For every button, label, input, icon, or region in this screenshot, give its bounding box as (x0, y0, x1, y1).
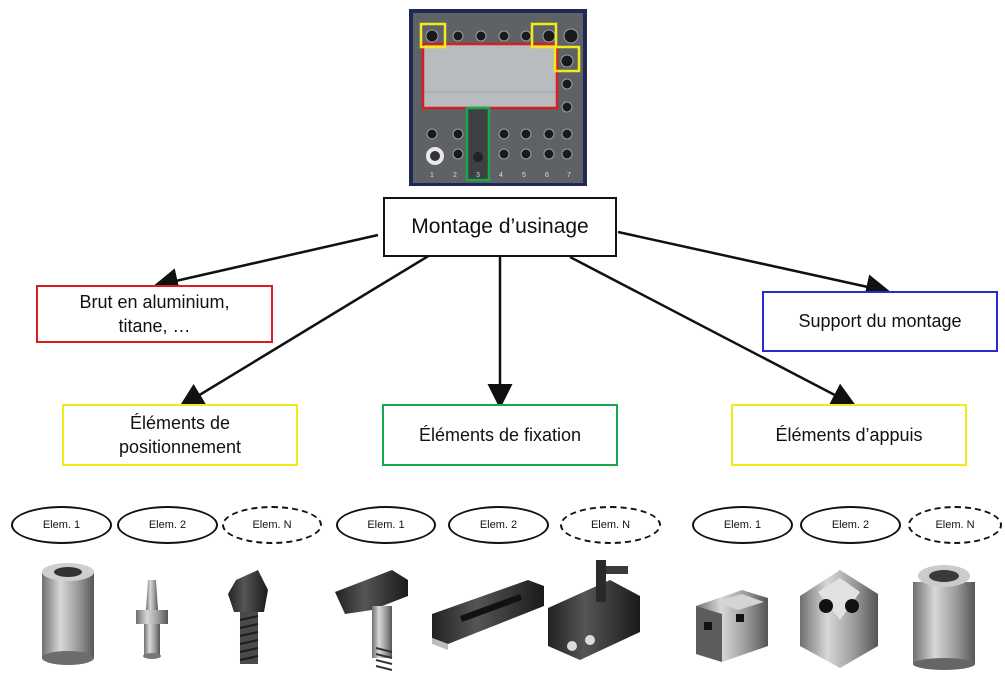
hole-number: 7 (567, 172, 571, 179)
hole-number: 2 (453, 172, 457, 179)
hole-number: 5 (522, 172, 526, 179)
locating-pin-photo (136, 580, 168, 659)
box-appuis: Éléments d’appuis (731, 404, 967, 466)
arrow-to-appuis (569, 255, 857, 407)
element-ellipse: Elem. 1 (336, 506, 436, 544)
element-ellipse: Elem. 2 (117, 506, 218, 544)
element-ellipse: Elem. 2 (800, 506, 901, 544)
hole-number: 6 (545, 172, 549, 179)
element-label: Elem. N (590, 519, 631, 531)
element-label: Elem. 2 (831, 519, 870, 531)
hole-number: 3 (476, 172, 480, 179)
element-label: Elem. 1 (42, 519, 81, 531)
arrow-to-support (617, 230, 891, 299)
element-label: Elem. 1 (367, 519, 405, 531)
arrow-to-positionnement (178, 253, 431, 408)
root-box-montage: Montage d’usinage (383, 197, 617, 257)
element-label: Elem. 2 (479, 519, 518, 531)
arrow-to-brut (153, 233, 379, 293)
box-positionnement: Éléments de positionnement (62, 404, 298, 466)
bushing-photo (42, 563, 94, 665)
locator-highlight-2 (530, 22, 558, 49)
element-ellipse: Elem. 1 (11, 506, 112, 544)
step-block-photo (696, 590, 768, 662)
element-label: Elem. 2 (148, 519, 187, 531)
element-ellipse-n: Elem. N (222, 506, 322, 544)
threaded-locator-photo (228, 570, 268, 664)
element-label: Elem. N (252, 519, 292, 531)
element-label: Elem. 1 (723, 519, 762, 531)
hole-number: 1 (430, 172, 434, 179)
root-label: Montage d’usinage (411, 214, 589, 238)
box-appuis-label: Éléments d’appuis (775, 424, 923, 445)
locator-highlight-3 (553, 45, 581, 73)
swing-clamp-photo (335, 570, 408, 671)
photos-row (42, 560, 975, 671)
hole-number: 4 (499, 172, 503, 179)
box-support: Support du montage (762, 291, 998, 352)
strap-clamp-photo (432, 580, 544, 650)
element-ellipse-n: Elem. N (908, 506, 1002, 544)
element-ellipse-n: Elem. N (560, 506, 661, 544)
box-positionnement-label: Éléments de positionnement (118, 412, 242, 457)
clamp-highlight (465, 106, 491, 182)
element-label: Elem. N (935, 519, 975, 531)
v-block-photo (800, 570, 878, 668)
element-ellipse: Elem. 1 (692, 506, 793, 544)
box-support-label: Support du montage (798, 311, 962, 332)
workpiece-highlight (421, 42, 559, 110)
box-fixation-label: Éléments de fixation (418, 424, 582, 445)
support-pad-photo (913, 565, 975, 670)
locator-highlight-1 (419, 22, 447, 49)
element-ellipse: Elem. 2 (448, 506, 549, 544)
box-brut-label: Brut en aluminium, titane, … (79, 291, 230, 336)
box-brut: Brut en aluminium, titane, … (36, 285, 273, 343)
box-fixation: Éléments de fixation (382, 404, 618, 466)
toggle-clamp-photo (548, 560, 640, 660)
fixture-photo: 1 2 3 4 5 6 7 (409, 9, 587, 186)
